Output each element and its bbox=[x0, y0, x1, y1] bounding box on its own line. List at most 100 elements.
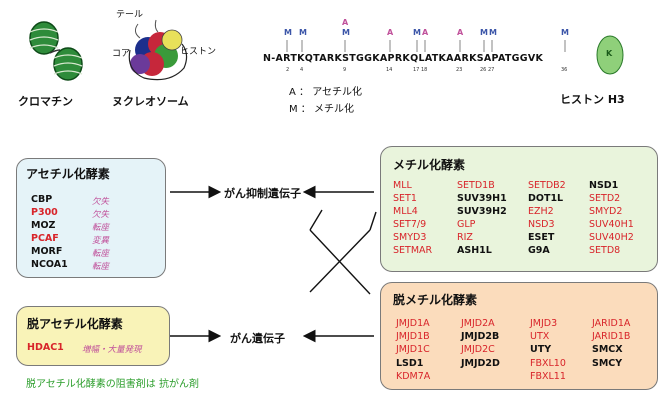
enzyme-name: SETD1B bbox=[457, 180, 495, 191]
residue-number: 14 bbox=[386, 67, 393, 73]
footnote: 脱アセチル化酵素の阻害剤は 抗がん剤 bbox=[26, 379, 199, 390]
enzyme-name: SMYD3 bbox=[393, 232, 427, 243]
mark-m: M bbox=[489, 28, 497, 37]
residue-number: 17 bbox=[413, 67, 420, 73]
enzyme-name: SET7/9 bbox=[393, 219, 427, 230]
demethylase-box bbox=[380, 282, 658, 390]
histone-h3-bead bbox=[596, 35, 624, 75]
enzyme-note: 転座 bbox=[92, 223, 110, 233]
enzyme-name: SET1 bbox=[393, 193, 417, 204]
regulation-arrows bbox=[170, 185, 377, 343]
enzyme-name: ASH1L bbox=[457, 245, 492, 256]
enzyme-name: MOZ bbox=[31, 220, 56, 231]
core-label: コア bbox=[112, 49, 131, 59]
oncogene: がん遺伝子 bbox=[230, 332, 285, 345]
enzyme-name: UTX bbox=[530, 331, 550, 342]
enzyme-name: NSD1 bbox=[589, 180, 619, 191]
enzyme-note: 欠失 bbox=[92, 197, 110, 207]
enzyme-name: JMJD3 bbox=[530, 318, 558, 329]
methylase-box bbox=[380, 146, 658, 272]
deacetylase-box bbox=[16, 306, 170, 366]
legend-methylation: M ： メチル化 bbox=[289, 104, 354, 115]
enzyme-name: SETD2 bbox=[589, 193, 621, 204]
enzyme-name: JMJD1A bbox=[396, 318, 430, 329]
chromatin-label: クロマチン bbox=[18, 95, 73, 108]
acetylase-title: アセチル化酵素 bbox=[26, 167, 110, 181]
enzyme-name: SUV40H2 bbox=[589, 232, 634, 243]
enzyme-note: 変異 bbox=[92, 236, 110, 246]
enzyme-name: SUV40H1 bbox=[589, 219, 634, 230]
deacetylase-title: 脱アセチル化酵素 bbox=[27, 317, 123, 331]
enzyme-name: CBP bbox=[31, 194, 53, 205]
residue-number: 26 bbox=[480, 67, 487, 73]
enzyme-note: 欠失 bbox=[92, 210, 110, 220]
enzyme-name: ESET bbox=[528, 232, 555, 243]
enzyme-name: LSD1 bbox=[396, 358, 424, 369]
enzyme-name: NCOA1 bbox=[31, 259, 68, 270]
enzyme-name: JMJD1B bbox=[396, 331, 430, 342]
enzyme-name: SETD8 bbox=[589, 245, 621, 256]
enzyme-name: FBXL11 bbox=[530, 371, 566, 382]
enzyme-note: 転座 bbox=[92, 249, 110, 259]
enzyme-name: SMCY bbox=[592, 358, 623, 369]
enzyme-name: KDM7A bbox=[396, 371, 431, 382]
enzyme-name: JMJD2B bbox=[461, 331, 500, 342]
enzyme-name: HDAC1 bbox=[27, 342, 64, 353]
enzyme-name: NSD3 bbox=[528, 219, 555, 230]
enzyme-name: JARID1B bbox=[592, 331, 631, 342]
k-label: K bbox=[606, 49, 613, 58]
enzyme-name: MORF bbox=[31, 246, 63, 257]
enzyme-name: JMJD2C bbox=[461, 344, 495, 355]
acetylase-box bbox=[16, 158, 166, 278]
demethylase-title: 脱メチル化酵素 bbox=[393, 293, 478, 307]
histone-label: ヒストン bbox=[180, 47, 217, 57]
residue-number: 23 bbox=[456, 67, 463, 73]
residue-number: 9 bbox=[343, 67, 347, 73]
mark-a: A bbox=[342, 18, 349, 27]
enzyme-name: RIZ bbox=[457, 232, 473, 243]
enzyme-name: EZH2 bbox=[528, 206, 554, 217]
residue-number: 2 bbox=[286, 67, 290, 73]
mark-a: A bbox=[457, 28, 464, 37]
enzyme-name: SETMAR bbox=[393, 245, 433, 256]
enzyme-name: SMYD2 bbox=[589, 206, 623, 217]
modification-ticks bbox=[286, 40, 566, 52]
h3-label: ヒストン H3 bbox=[560, 93, 625, 106]
mark-a: A bbox=[387, 28, 394, 37]
enzyme-note: 転座 bbox=[92, 262, 110, 272]
enzyme-name: GLP bbox=[457, 219, 476, 230]
mark-m: M bbox=[342, 28, 350, 37]
enzyme-name: PCAF bbox=[31, 233, 59, 244]
enzyme-name: P300 bbox=[31, 207, 58, 218]
nucleosome-illustration bbox=[128, 19, 188, 81]
enzyme-name: JMJD2D bbox=[461, 358, 500, 369]
enzyme-name: JARID1A bbox=[592, 318, 631, 329]
enzyme-name: SUV39H1 bbox=[457, 193, 507, 204]
enzyme-name: SETDB2 bbox=[528, 180, 566, 191]
enzyme-note: 増幅・大量発現 bbox=[82, 345, 142, 355]
legend-acetylation: A ： アセチル化 bbox=[289, 87, 362, 98]
mark-m: M bbox=[284, 28, 292, 37]
mark-a: A bbox=[422, 28, 429, 37]
mark-m: M bbox=[413, 28, 421, 37]
enzyme-name: JMJD2A bbox=[461, 318, 495, 329]
mark-m: M bbox=[561, 28, 569, 37]
enzyme-name: G9A bbox=[528, 245, 550, 256]
residue-number: 36 bbox=[561, 67, 568, 73]
methylase-title: メチル化酵素 bbox=[393, 158, 466, 172]
enzyme-name: SMCX bbox=[592, 344, 623, 355]
nucleosome-label: ヌクレオソーム bbox=[112, 95, 189, 108]
enzyme-name: SUV39H2 bbox=[457, 206, 507, 217]
enzyme-name: FBXL10 bbox=[530, 358, 566, 369]
enzyme-name: DOT1L bbox=[528, 193, 564, 204]
residue-number: 18 bbox=[421, 67, 428, 73]
enzyme-name: UTY bbox=[530, 344, 552, 355]
enzyme-name: MLL bbox=[393, 180, 412, 191]
enzyme-name: JMJD1C bbox=[396, 344, 430, 355]
enzyme-name: MLL4 bbox=[393, 206, 418, 217]
chromatin-illustration bbox=[29, 21, 83, 81]
tail-label: テール bbox=[116, 10, 144, 20]
mark-m: M bbox=[480, 28, 488, 37]
mark-m: M bbox=[299, 28, 307, 37]
residue-number: 27 bbox=[488, 67, 495, 73]
